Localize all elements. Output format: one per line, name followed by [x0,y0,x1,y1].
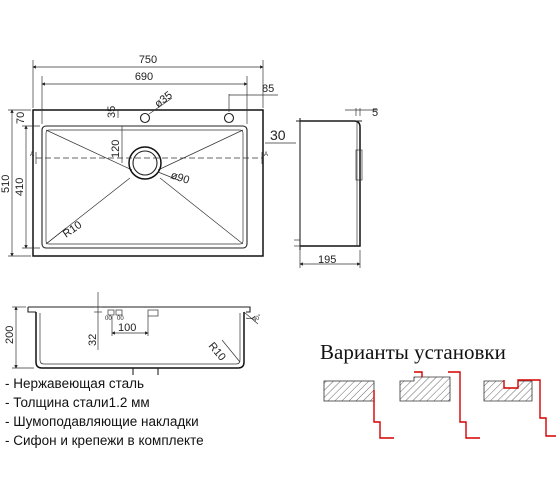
dim-tap-offset: 35 [106,106,118,118]
side-view-body [300,120,361,247]
dim-drain-offset: 120 [110,140,122,158]
tap-hole-right [223,112,235,124]
dim-length-inner: 410 [14,178,26,196]
dim-drain-diameter: ø90 [169,169,191,186]
dim-drain-width: 100 [118,322,136,334]
installation-variants-heading: Варианты установки [320,340,506,364]
overflow-label-left: 00 [105,316,112,322]
feature-item-siphon: - Сифон и крепежи в комплекте [5,433,204,448]
dim-side-depth: 195 [318,254,336,266]
section-view-bowl [35,312,245,369]
side-view: 30 5 195 [265,107,378,268]
dim-corner-radius-section: R10 [206,340,228,363]
dim-drain-height: 32 [87,334,99,346]
install-variant-undermount [483,379,556,437]
dim-flange: 5 [372,107,378,119]
dim-length-total: 510 [0,175,12,193]
dim-right-offset: 85 [262,83,274,95]
drain-inner-circle [132,150,158,176]
section-mark-right: A [264,152,268,158]
install-variant-flush [399,371,480,439]
dim-corner-radius-top: R10 [61,219,84,240]
dim-angle: 90° [252,314,263,324]
section-mark-left: A [30,152,34,158]
dim-tap-hole: ø35 [152,89,174,110]
tap-hole-center [139,112,151,124]
drain-outer-circle [128,146,162,180]
top-view-bowl-inner-edge [45,129,244,245]
top-view: A A 750 690 85 ø35 35 120 ø90 [0,54,278,257]
feature-item-steel: - Нержавеющая сталь [5,376,144,391]
top-view-bowl [41,125,248,249]
feature-item-thickness: - Толщина стали1.2 мм [5,395,150,410]
dim-width-inner: 690 [135,71,153,83]
dim-height: 200 [4,326,16,344]
install-variant-overmount [323,380,394,439]
dim-top-offset: 70 [15,112,27,124]
dim-side-offset: 30 [270,127,286,143]
top-view-outer-rim [32,109,264,257]
section-view: 00 00 200 32 100 R10 90° [4,292,263,375]
dim-width-total: 750 [139,54,157,66]
overflow-label-right: 00 [117,316,124,322]
feature-item-noise-pads: - Шумоподавляющие накладки [5,414,199,429]
